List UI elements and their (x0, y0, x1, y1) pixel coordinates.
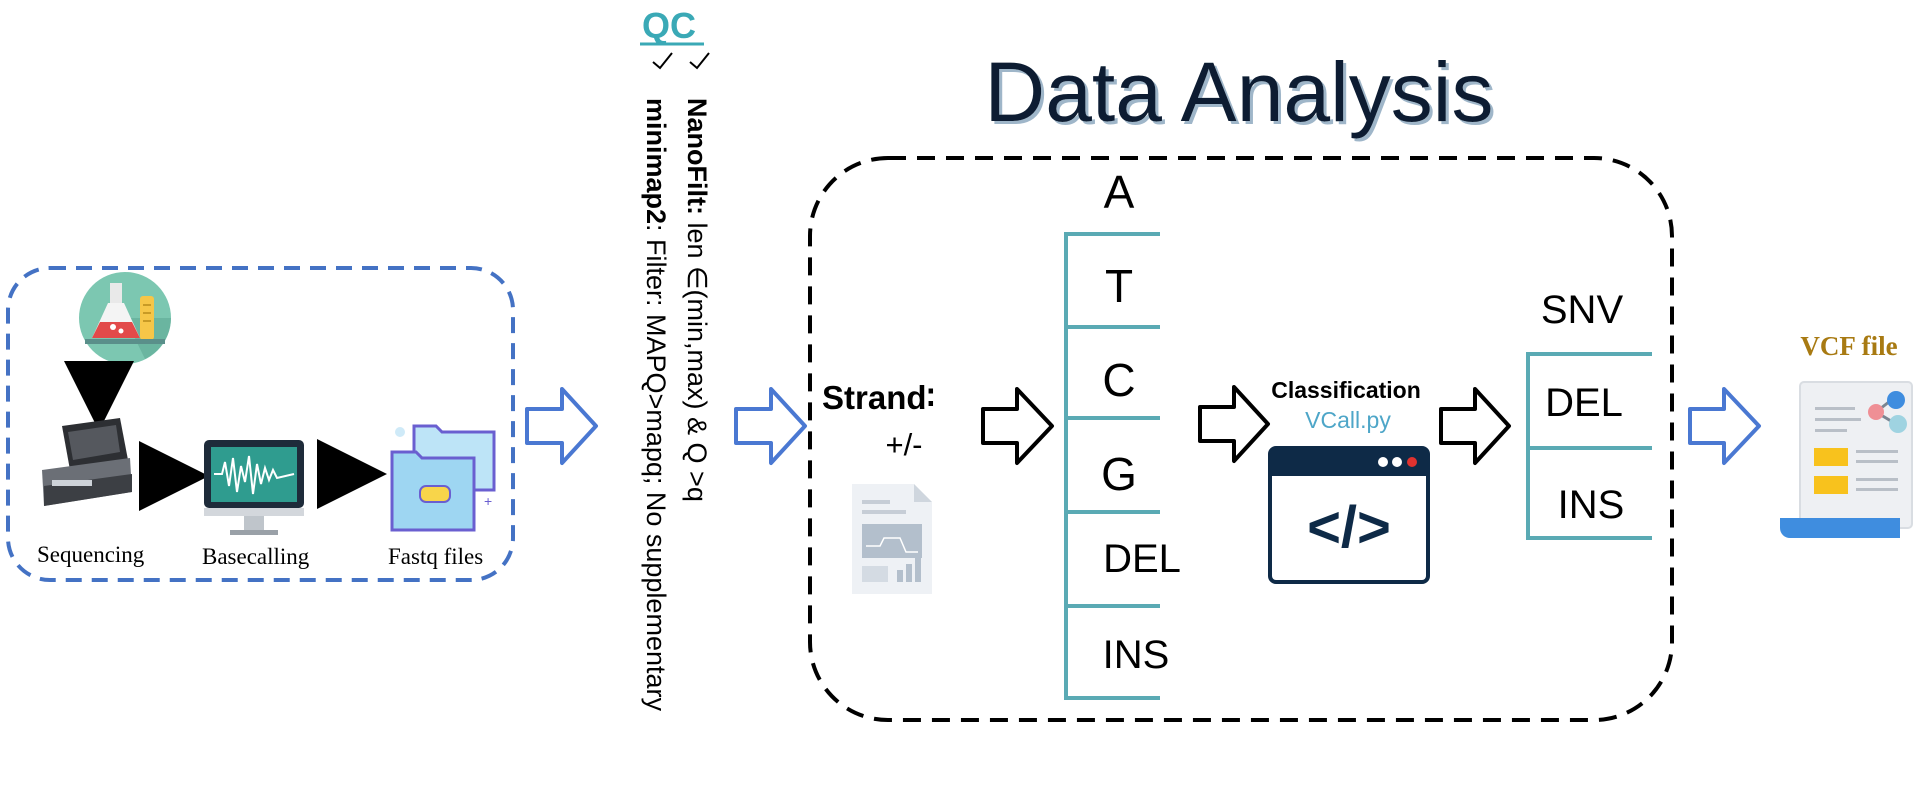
vcf-document-icon (1780, 381, 1913, 538)
minimap2-rule: : Filter: MAPQ>mapq; No supplementary (641, 224, 671, 711)
hollow-arrow-1 (525, 387, 598, 465)
base-t: T (1105, 260, 1133, 312)
variants-bracket (1526, 352, 1652, 540)
data-analysis-title: Data Analysis (985, 45, 1494, 139)
document-icon (852, 484, 932, 594)
base-c: C (1102, 354, 1135, 406)
base-ins: INS (1103, 633, 1170, 677)
hollow-arrow-output (1688, 387, 1761, 465)
base-del: DEL (1103, 537, 1181, 581)
minimap2-label: minimap2 (641, 98, 671, 224)
vcall-script-label: VCall.py (1305, 407, 1391, 433)
variant-snv: SNV (1541, 288, 1624, 332)
basecalling-label: Basecalling (202, 544, 310, 569)
classification-label: Classification (1271, 377, 1421, 403)
base-g: G (1101, 448, 1137, 500)
variant-del: DEL (1545, 381, 1623, 425)
sequencing-box (6, 266, 515, 582)
strand-value: +/- (885, 427, 922, 462)
hollow-arrow-bases (1198, 385, 1270, 463)
svg-text:+: + (484, 493, 492, 509)
hollow-arrow-classify (1439, 387, 1511, 465)
data-analysis-box (808, 156, 1674, 722)
code-symbol: </> (1307, 495, 1391, 560)
sequencing-label: Sequencing (37, 542, 145, 567)
nanofilt-label: NanoFilt: (682, 98, 712, 215)
qc-minimap2-line: minimap2: Filter: MAPQ>mapq; No suppleme… (641, 98, 671, 711)
strand-label: Strand∶ (822, 379, 935, 416)
bases-bracket (1064, 232, 1160, 700)
hollow-arrow-2 (734, 387, 807, 465)
flask-icon (79, 272, 171, 364)
qc-title: QC (642, 5, 696, 46)
sequencer-icon (42, 418, 132, 506)
qc-nanofilt-line: NanoFilt: len ∈(min,max) & Q >q (682, 98, 712, 502)
vcf-file-label: VCF file (1800, 331, 1897, 361)
nanofilt-rule: len ∈(min,max) & Q >q (682, 215, 712, 502)
folder-icon: + (390, 424, 496, 532)
code-window-icon: </> (1268, 446, 1430, 584)
base-a: A (1104, 166, 1135, 218)
hollow-arrow-strand (981, 387, 1054, 465)
qc-check-mark-2 (689, 52, 710, 70)
fastq-files-label: Fastq files (388, 544, 483, 569)
monitor-icon (204, 440, 304, 535)
qc-check-mark-1 (652, 52, 673, 70)
variant-ins: INS (1558, 483, 1625, 527)
